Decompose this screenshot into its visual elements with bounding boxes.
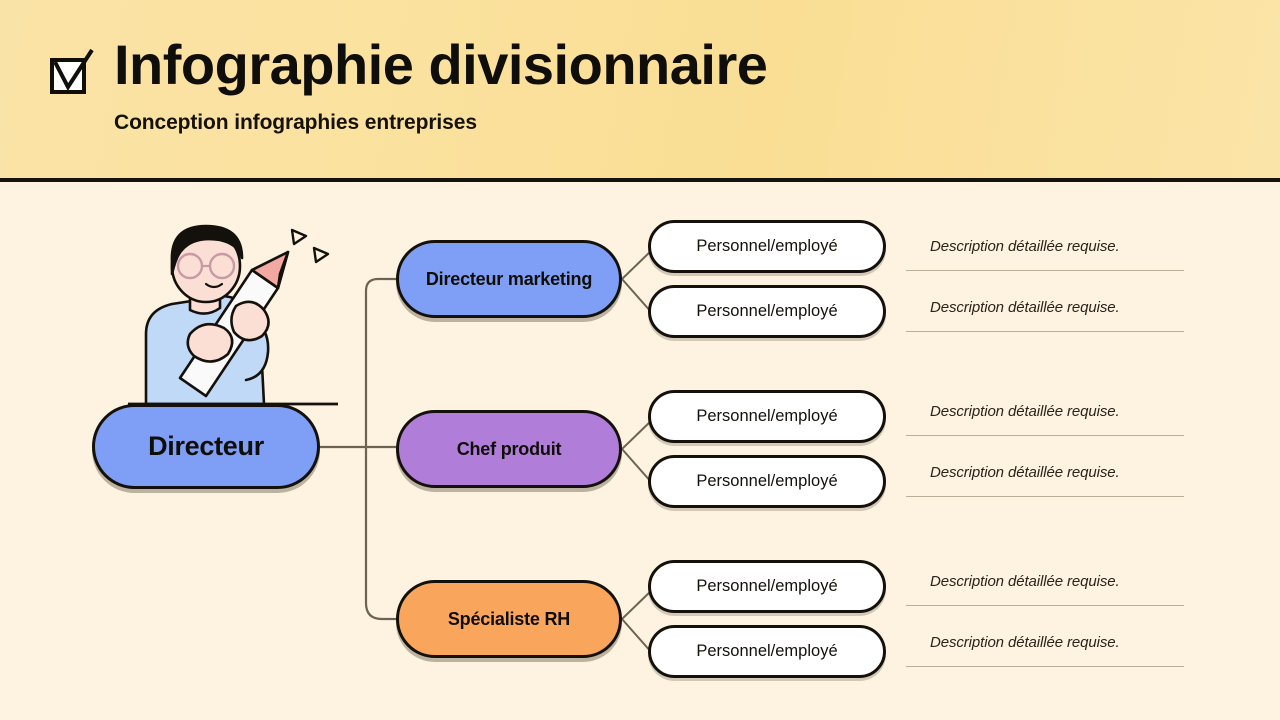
org-node-division-2-label: Spécialiste RH (447, 608, 571, 629)
description-rule-0-1 (906, 331, 1184, 332)
org-node-division-0[interactable]: Directeur marketing (396, 240, 622, 318)
description-row-2-1: Description détaillée requise. (906, 634, 1184, 651)
org-node-division-0-label: Directeur marketing (425, 268, 593, 289)
employee-pill-2-1-label: Personnel/employé (696, 642, 838, 660)
employee-pill-2-0-label: Personnel/employé (696, 577, 838, 595)
title-block: Infographie divisionnaire Conception inf… (114, 33, 768, 135)
description-row-1-0: Description détaillée requise. (906, 403, 1184, 420)
description-row-0-0: Description détaillée requise. (906, 238, 1184, 255)
description-rule-0-0 (906, 270, 1184, 271)
employee-pill-0-1[interactable]: Personnel/employé (648, 285, 886, 338)
description-rule-2-0 (906, 605, 1184, 606)
employee-pill-1-0[interactable]: Personnel/employé (648, 390, 886, 443)
description-text-0-0: Description détaillée requise. (930, 238, 1120, 255)
description-rule-2-1 (906, 666, 1184, 667)
description-row-2-0: Description détaillée requise. (906, 573, 1184, 590)
description-text-1-1: Description détaillée requise. (930, 464, 1120, 481)
org-node-division-1[interactable]: Chef produit (396, 410, 622, 488)
description-row-1-1: Description détaillée requise. (906, 464, 1184, 481)
description-rule-1-0 (906, 435, 1184, 436)
description-text-0-1: Description détaillée requise. (930, 299, 1120, 316)
page-subtitle: Conception infographies entreprises (114, 110, 477, 134)
description-row-0-1: Description détaillée requise. (906, 299, 1184, 316)
description-text-1-0: Description détaillée requise. (930, 403, 1120, 420)
description-text-2-0: Description détaillée requise. (930, 573, 1120, 590)
org-node-division-1-label: Chef produit (456, 438, 562, 459)
employee-pill-1-0-label: Personnel/employé (696, 407, 838, 425)
page-header: Infographie divisionnaire Conception inf… (0, 0, 1280, 182)
description-rule-1-1 (906, 496, 1184, 497)
employee-pill-2-1[interactable]: Personnel/employé (648, 625, 886, 678)
employee-pill-1-1[interactable]: Personnel/employé (648, 455, 886, 508)
checkbox-checked-icon (50, 48, 94, 94)
description-text-2-1: Description détaillée requise. (930, 634, 1120, 651)
org-node-root-label: Directeur (148, 431, 264, 461)
employee-pill-0-0[interactable]: Personnel/employé (648, 220, 886, 273)
employee-pill-0-1-label: Personnel/employé (696, 302, 838, 320)
header-content: Infographie divisionnaire Conception inf… (48, 33, 768, 135)
org-node-root[interactable]: Directeur (92, 404, 320, 489)
org-node-division-2[interactable]: Spécialiste RH (396, 580, 622, 658)
org-chart-canvas: Directeur Directeur marketing Chef produ… (0, 182, 1280, 720)
employee-pill-2-0[interactable]: Personnel/employé (648, 560, 886, 613)
person-with-pencil-illustration (128, 224, 338, 406)
employee-pill-1-1-label: Personnel/employé (696, 472, 838, 490)
employee-pill-0-0-label: Personnel/employé (696, 237, 838, 255)
page-title: Infographie divisionnaire (114, 33, 768, 96)
